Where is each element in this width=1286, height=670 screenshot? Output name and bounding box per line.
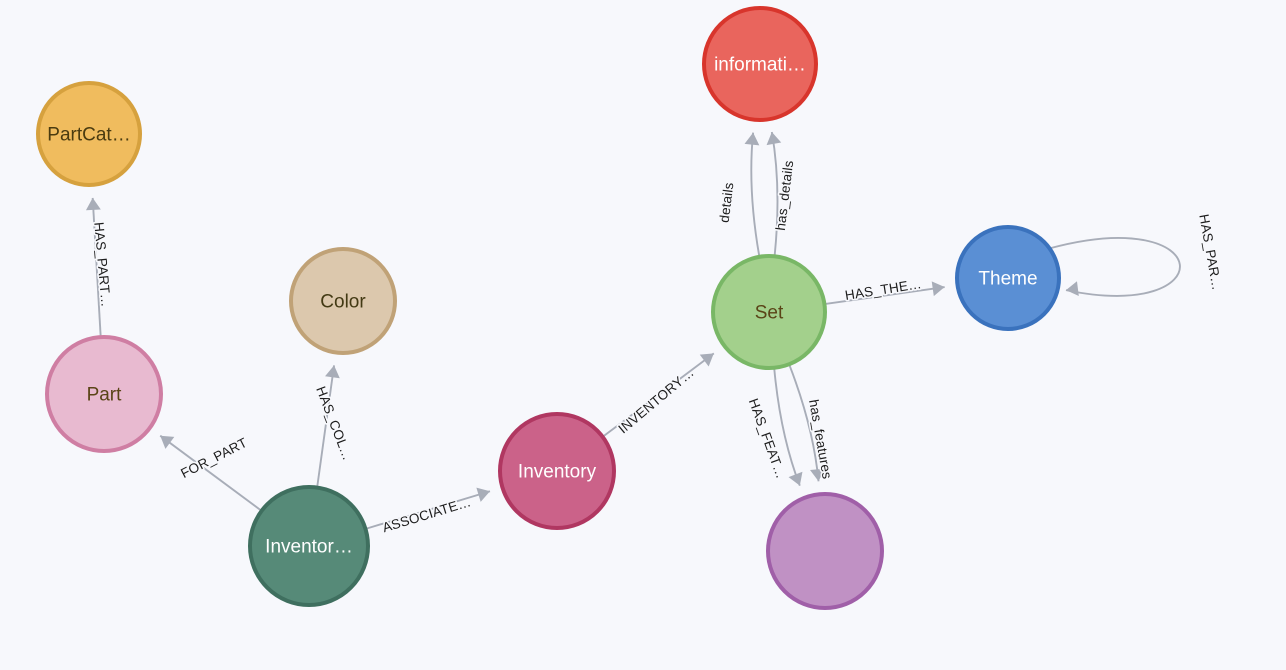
graph-node[interactable]: Theme [955, 225, 1061, 331]
node-circle[interactable] [955, 225, 1061, 331]
node-label: Color [320, 292, 366, 313]
edge[interactable] [602, 352, 715, 437]
node-circle[interactable] [248, 485, 370, 607]
graph-node[interactable]: Set [711, 254, 827, 370]
node-label: Part [87, 385, 123, 406]
edge[interactable] [316, 365, 336, 487]
node-label: Inventory [518, 462, 597, 483]
node-circle[interactable] [498, 412, 616, 530]
node-label: Theme [978, 269, 1037, 290]
graph-node[interactable]: Inventor… [248, 485, 370, 607]
edge[interactable] [770, 131, 779, 256]
edge-label: HAS_FEAT… [746, 396, 789, 480]
edges-layer [91, 131, 1181, 530]
graph-node[interactable] [766, 492, 884, 610]
edge[interactable] [750, 132, 761, 257]
graph-node[interactable]: PartCat… [36, 81, 142, 187]
edge-label: details [717, 181, 737, 223]
edge-label: HAS_THE… [844, 276, 923, 303]
edge[interactable] [159, 434, 262, 512]
graph-node[interactable]: Inventory [498, 412, 616, 530]
node-circle[interactable] [45, 335, 163, 453]
node-circle[interactable] [766, 492, 884, 610]
edge-label: HAS_PART… [91, 221, 113, 307]
arrowheads-layer [85, 131, 1079, 502]
node-label: Set [755, 303, 784, 324]
edge[interactable] [366, 490, 491, 530]
graph-node[interactable]: Color [289, 247, 397, 355]
edge-labels-layer: HAS_PART…HAS_COL…FOR_PARTASSOCIATE…INVEN… [90, 158, 1226, 537]
graph-node[interactable]: Part [45, 335, 163, 453]
edge-label: HAS_COL… [313, 384, 355, 462]
node-circle[interactable] [702, 6, 818, 122]
node-circle[interactable] [289, 247, 397, 355]
edge[interactable] [91, 197, 102, 337]
edge[interactable] [1049, 237, 1181, 297]
node-circle[interactable] [36, 81, 142, 187]
edge-label: has_features [806, 398, 835, 480]
node-label: informati… [714, 55, 806, 76]
edge-label: HAS_PAR… [1196, 213, 1224, 292]
node-label: PartCat… [47, 125, 130, 146]
node-circle[interactable] [711, 254, 827, 370]
node-label: Inventor… [265, 537, 353, 558]
edge-label: ASSOCIATE… [381, 494, 473, 535]
edge-label: INVENTORY… [615, 365, 696, 437]
graph-node[interactable]: informati… [702, 6, 818, 122]
edge[interactable] [825, 286, 945, 305]
